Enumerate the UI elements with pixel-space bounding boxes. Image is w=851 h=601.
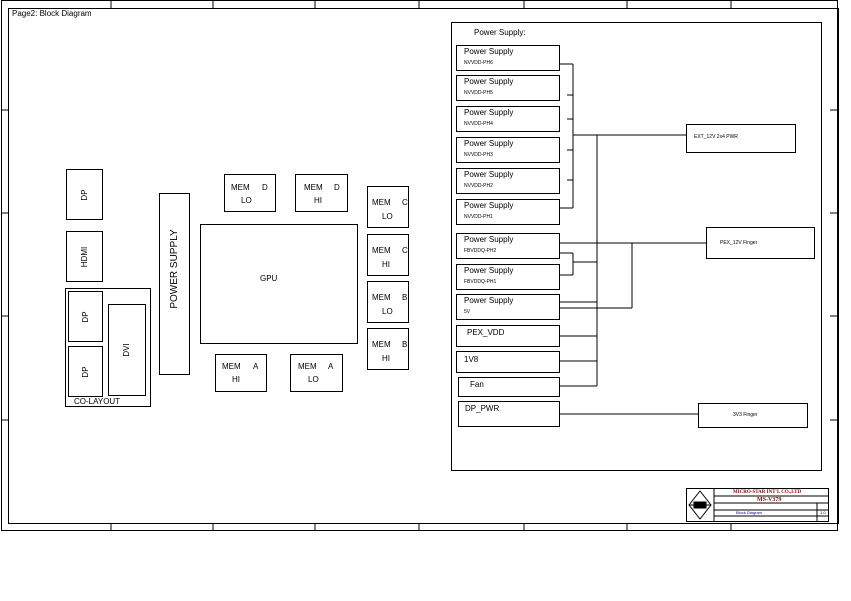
power-supply-bar: POWER SUPPLY [159,193,190,375]
mem-channel: D [262,183,268,192]
rail-label: 5V [464,309,471,315]
mem-label: MEM [222,362,241,371]
rail-label: NVVDD-PH6 [464,60,493,66]
mem-label: MEM [372,198,391,207]
gpu-label: GPU [260,274,278,283]
mem-b-lo: MEM B LO [367,281,409,323]
mem-position: LO [308,375,319,384]
rail-label: NVVDD-PH3 [464,152,493,158]
mem-b-hi: MEM B HI [367,328,409,370]
supply-label: Power Supply [464,296,514,305]
mem-position: HI [382,354,390,363]
mem-position: HI [314,196,322,205]
rail-label: NVVDD-PH4 [464,121,493,127]
mem-label: MEM [304,183,323,192]
mem-position: LO [382,307,393,316]
supply-label: Power Supply [464,170,514,179]
power-supply-nvvdd-ph1: Power Supply NVVDD-PH1 [456,199,560,225]
mem-channel: D [334,183,340,192]
mem-d-lo: MEM D LO [224,174,276,212]
mem-channel: B [402,293,408,302]
dp-connector-1: DP [66,169,103,220]
supply-label: Power Supply [464,108,514,117]
ext-12v-pwr-block: EXT_12V 2x4 PWR [686,124,796,153]
mem-channel: B [402,340,408,349]
finger-3v3-block: 3V3 Finger [698,403,808,428]
pex-finger-label: PEX_12V Finger [720,240,758,246]
company-logo-icon [688,490,712,520]
dvi-connector: DVI [108,304,146,396]
drawing-title: Block Diagram [736,510,763,515]
rail-label: FBVDDQ-PH2 [464,248,497,254]
power-supply-5v: Power Supply 5V [456,294,560,320]
power-supply-nvvdd-ph5: Power Supply NVVDD-PH5 [456,75,560,101]
mem-position: HI [382,260,390,269]
mem-position: LO [382,212,393,221]
mem-label: MEM [372,340,391,349]
pex-vdd-block: PEX_VDD [456,325,560,347]
rail-label: NVVDD-PH5 [464,90,493,96]
pex-vdd-label: PEX_VDD [467,328,505,337]
mem-channel: A [253,362,259,371]
mem-c-lo: MEM C LO [367,186,409,228]
page-title: Page2: Block Diagram [12,9,92,18]
mem-label: MEM [231,183,250,192]
pex-12v-finger-block: PEX_12V Finger [706,227,815,259]
supply-label: Power Supply [464,266,514,275]
dp-pwr-label: DP_PWR [465,404,500,413]
v1v8-block: 1V8 [456,351,560,373]
dp-label: DP [80,310,90,323]
power-supply-nvvdd-ph4: Power Supply NVVDD-PH4 [456,106,560,132]
mem-label: MEM [372,293,391,302]
dp-pwr-block: DP_PWR [458,401,560,427]
rail-label: FBVDDQ-PH1 [464,279,497,285]
supply-label: Power Supply [464,235,514,244]
power-supply-nvvdd-ph3: Power Supply NVVDD-PH3 [456,137,560,163]
rail-label: NVVDD-PH2 [464,183,493,189]
dvi-label: DVI [122,343,131,357]
mem-d-hi: MEM D HI [295,174,348,212]
mem-label: MEM [372,246,391,255]
finger-3v3-label: 3V3 Finger [733,412,758,418]
supply-label: Power Supply [464,139,514,148]
hdmi-connector: HDMI [66,231,103,282]
model-number: MS-V379 [757,497,782,503]
v1v8-label: 1V8 [464,355,479,364]
dp-label: DP [80,365,90,378]
supply-label: Power Supply [464,47,514,56]
dp-connector-2: DP [68,291,103,342]
rail-label: NVVDD-PH1 [464,214,493,220]
mem-channel: C [402,198,408,207]
mem-channel: C [402,246,408,255]
mem-position: LO [241,196,252,205]
gpu-block: GPU [200,224,358,344]
power-supply-heading: Power Supply: [474,28,526,37]
dp-connector-3: DP [68,346,103,397]
power-supply-bar-label: POWER SUPPLY [168,229,180,309]
mem-channel: A [328,362,334,371]
mem-a-lo: MEM A LO [290,354,343,392]
mem-position: HI [232,375,240,384]
hdmi-label: HDMI [79,246,89,267]
supply-label: Power Supply [464,77,514,86]
mem-c-hi: MEM C HI [367,234,409,276]
mem-label: MEM [298,362,317,371]
dp-label: DP [79,188,89,201]
company-name: MICRO-STAR INT'L CO.,LTD [733,490,802,495]
mem-a-hi: MEM A HI [215,354,267,392]
fan-block: Fan [458,377,560,397]
power-supply-nvvdd-ph6: Power Supply NVVDD-PH6 [456,45,560,71]
power-supply-fbvddq-ph2: Power Supply FBVDDQ-PH2 [456,233,560,259]
co-layout-label: CO-LAYOUT [74,397,121,406]
supply-label: Power Supply [464,201,514,210]
fan-label: Fan [470,380,484,389]
power-supply-nvvdd-ph2: Power Supply NVVDD-PH2 [456,168,560,194]
power-supply-fbvddq-ph1: Power Supply FBVDDQ-PH1 [456,264,560,290]
revision: 1.0 [820,510,826,515]
ext-pwr-label: EXT_12V 2x4 PWR [694,134,738,140]
